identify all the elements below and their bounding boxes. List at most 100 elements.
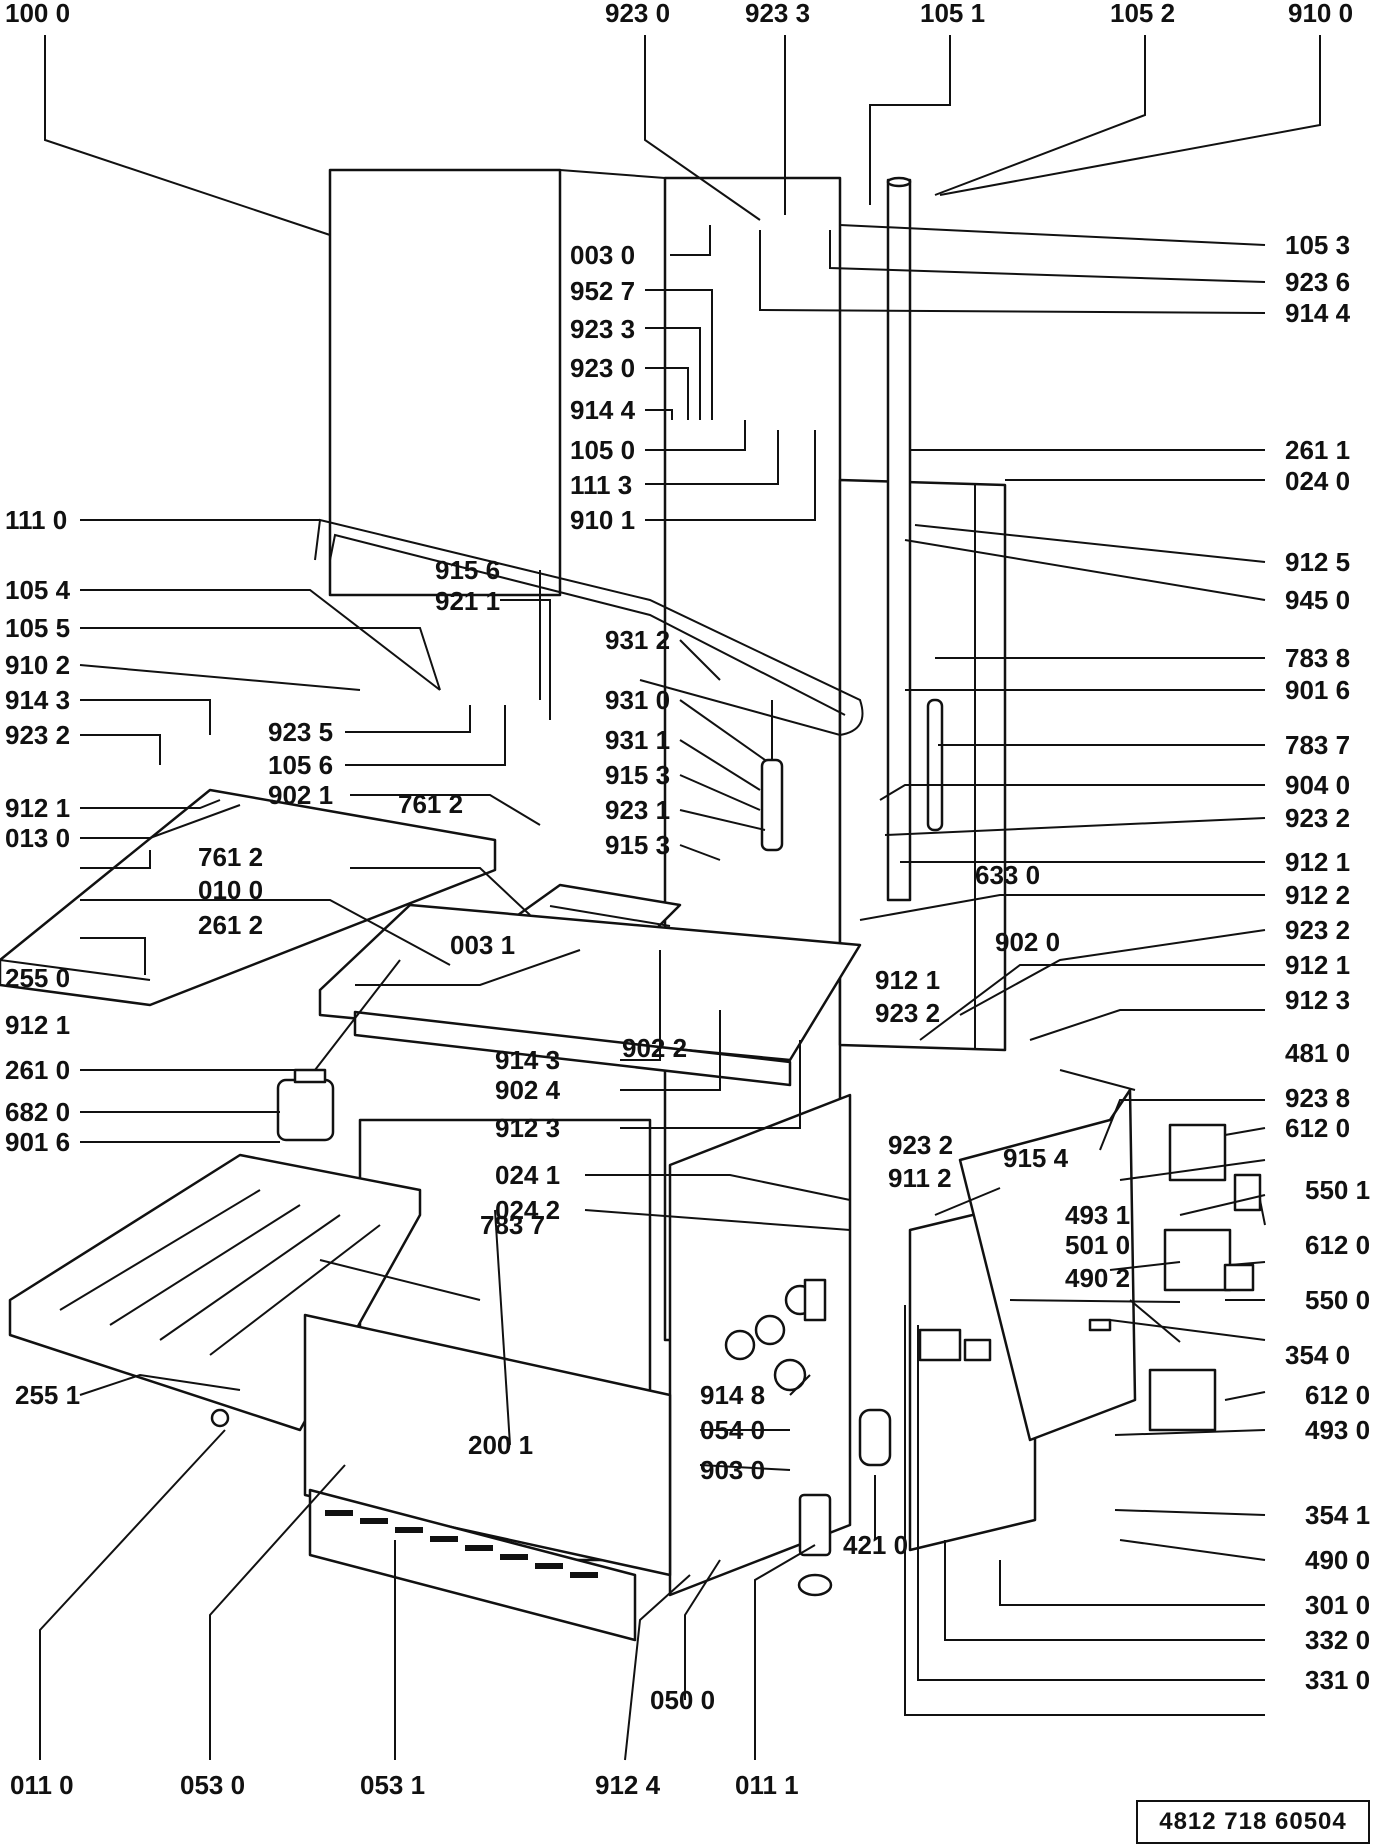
part-label: 921 1 (435, 586, 500, 616)
part-label: 011 0 (10, 1770, 74, 1800)
part-label: 105 2 (1110, 0, 1175, 28)
part-label: 255 1 (15, 1380, 80, 1410)
part-label: 911 2 (888, 1163, 952, 1193)
part-label: 354 1 (1305, 1500, 1370, 1530)
spring (760, 700, 784, 852)
part-label: 902 0 (995, 927, 1060, 957)
part-label: 923 2 (1285, 915, 1350, 945)
part-label: 912 3 (1285, 985, 1350, 1015)
part-label: 915 6 (435, 555, 500, 585)
part-label: 914 4 (1285, 298, 1351, 328)
part-label: 550 1 (1305, 1175, 1370, 1205)
part-label: 761 2 (398, 789, 463, 819)
part-label: 902 4 (495, 1075, 561, 1105)
part-label: 931 1 (605, 725, 670, 755)
part-label: 354 0 (1285, 1340, 1350, 1370)
part-label: 105 1 (920, 0, 985, 28)
vertical-tube (886, 176, 944, 902)
part-label: 261 2 (198, 910, 263, 940)
part-label: 923 6 (1285, 267, 1350, 297)
part-label: 923 8 (1285, 1083, 1350, 1113)
part-label: 923 2 (875, 998, 940, 1028)
part-label: 024 1 (495, 1160, 560, 1190)
part-label: 923 0 (570, 353, 635, 383)
part-label: 501 0 (1065, 1230, 1130, 1260)
part-label: 915 3 (605, 760, 670, 790)
part-label: 105 6 (268, 750, 333, 780)
part-label: 100 0 (5, 0, 70, 28)
part-label: 255 0 (5, 963, 70, 993)
part-label: 915 4 (1003, 1143, 1069, 1173)
part-label: 332 0 (1305, 1625, 1370, 1655)
part-label: 904 0 (1285, 770, 1350, 800)
part-label: 914 4 (570, 395, 636, 425)
part-label: 612 0 (1285, 1113, 1350, 1143)
part-label: 050 0 (650, 1685, 715, 1715)
part-label: 612 0 (1305, 1380, 1370, 1410)
part-label: 931 2 (605, 625, 670, 655)
part-label: 490 0 (1305, 1545, 1370, 1575)
handle-bar (314, 518, 864, 737)
part-label: 923 5 (268, 717, 333, 747)
contactor-blocks (1148, 1123, 1262, 1432)
part-label: 013 0 (5, 823, 70, 853)
part-label: 011 1 (735, 1770, 799, 1800)
part-label: 493 0 (1305, 1415, 1370, 1445)
part-label: 912 1 (1285, 847, 1350, 877)
electrical-housing (958, 1069, 1137, 1442)
part-label: 952 7 (570, 276, 635, 306)
kick-plate (308, 1488, 637, 1642)
part-label: 912 5 (1285, 547, 1350, 577)
part-label: 200 1 (468, 1430, 533, 1460)
part-label: 493 1 (1065, 1200, 1130, 1230)
part-label: 915 3 (605, 830, 670, 860)
part-label: 923 2 (5, 720, 70, 750)
part-label: 923 2 (1285, 803, 1350, 833)
part-label: 003 0 (570, 240, 635, 270)
part-label: 923 1 (605, 795, 670, 825)
part-label: 910 0 (1288, 0, 1353, 28)
part-label: 003 1 (450, 930, 515, 960)
pump-assembly (276, 1068, 335, 1142)
part-label: 912 1 (1285, 950, 1350, 980)
part-label: 024 0 (1285, 466, 1350, 496)
part-label: 010 0 (198, 875, 263, 905)
part-number-labels: 100 0 923 0 923 3 105 1 105 2 910 0 105 … (5, 0, 1370, 1800)
part-label: 931 0 (605, 685, 670, 715)
part-label: 923 3 (570, 314, 635, 344)
part-label: 331 0 (1305, 1665, 1370, 1695)
part-label: 783 8 (1285, 643, 1350, 673)
part-label: 550 0 (1305, 1285, 1370, 1315)
part-label: 945 0 (1285, 585, 1350, 615)
part-label: 024 2 (495, 1195, 560, 1225)
part-label: 111 3 (570, 470, 632, 500)
part-label: 912 1 (5, 1010, 70, 1040)
part-label: 923 0 (605, 0, 670, 28)
part-label: 105 0 (570, 435, 635, 465)
part-label: 923 3 (745, 0, 810, 28)
part-label: 912 2 (1285, 880, 1350, 910)
part-label: 912 4 (595, 1770, 661, 1800)
part-label: 612 0 (1305, 1230, 1370, 1260)
part-label: 105 3 (1285, 230, 1350, 260)
part-label: 912 1 (5, 793, 70, 823)
part-label: 901 6 (1285, 675, 1350, 705)
part-label: 914 3 (495, 1045, 560, 1075)
leader-lines (39, 35, 1321, 1761)
part-label: 053 0 (180, 1770, 245, 1800)
part-label: 923 2 (888, 1130, 953, 1160)
support-frame (318, 903, 862, 1087)
part-label: 902 1 (268, 780, 333, 810)
part-label: 105 5 (5, 613, 70, 643)
motor-cylinder (858, 1408, 892, 1467)
part-label: 902 2 (622, 1033, 687, 1063)
part-label: 783 7 (480, 1210, 545, 1240)
part-label: 682 0 (5, 1097, 70, 1127)
part-label: 261 1 (1285, 435, 1350, 465)
part-label: 912 1 (875, 965, 940, 995)
document-code-box: 4812 718 60504 (1136, 1800, 1370, 1844)
part-label: 054 0 (700, 1415, 765, 1445)
part-label: 053 1 (360, 1770, 425, 1800)
part-label: 481 0 (1285, 1038, 1350, 1068)
